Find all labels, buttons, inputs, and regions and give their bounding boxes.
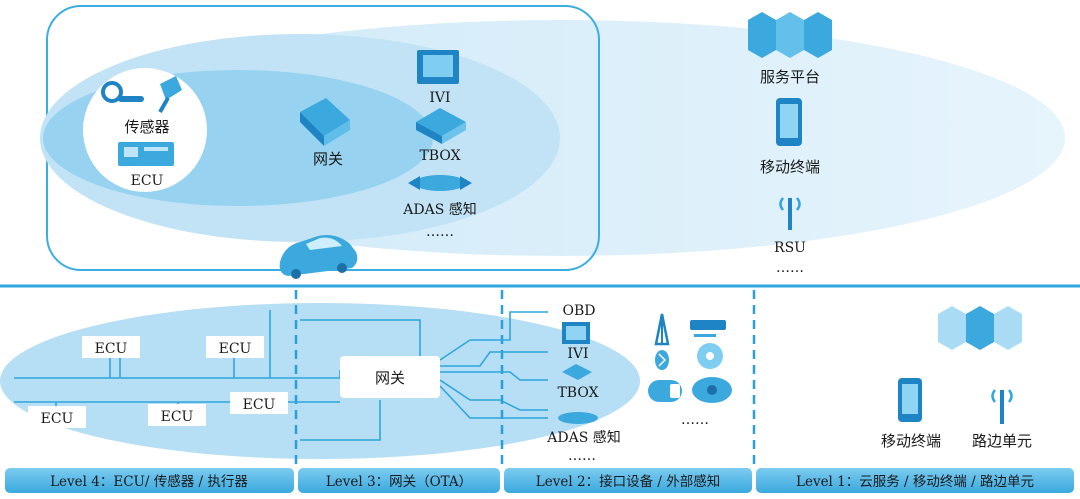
- ecu-label-3: ECU: [41, 411, 74, 427]
- level-label-1: Level 1：云服务 / 移动终端 / 路边单元: [796, 474, 1034, 490]
- ivi-icon: [417, 50, 459, 84]
- level-label-2: Level 2：接口设备 / 外部感知: [536, 473, 720, 490]
- server-icon-bottom: [938, 306, 1022, 350]
- level-band-1: [756, 468, 1074, 493]
- level-band-4: [5, 468, 294, 493]
- ecu-box-3: ECU: [28, 406, 86, 428]
- ecu-label-4: ECU: [161, 409, 194, 425]
- gateway-bus: [300, 311, 548, 441]
- adas-icon: [408, 175, 472, 191]
- tbox-icon-bottom: [562, 364, 592, 380]
- ecu-label-1: ECU: [95, 341, 128, 357]
- mobile-phone-icon-top: [776, 98, 802, 146]
- ecu-label-5: ECU: [243, 397, 276, 413]
- level-label-3: Level 3：网关（OTA）: [326, 474, 472, 490]
- adas-icon-bottom: [558, 412, 598, 424]
- level-label-4: Level 4：ECU/ 传感器 / 执行器: [50, 473, 248, 490]
- ellipsis-vehicle: ……: [426, 224, 454, 240]
- camera-icon: [692, 377, 732, 403]
- gateway-icon: [300, 98, 350, 146]
- ivi-icon-bottom: [562, 322, 590, 344]
- mobile-terminal-label-bottom: 移动终端: [881, 432, 941, 450]
- radar-icon: [697, 343, 723, 369]
- antenna-icon-top: [779, 197, 801, 230]
- ecu-label-2: ECU: [219, 341, 252, 357]
- adas-label-bottom: ADAS 感知: [546, 429, 621, 446]
- ecu-icon: [118, 142, 174, 166]
- ellipsis-external: ……: [681, 412, 709, 428]
- ivi-label-top: IVI: [429, 90, 450, 106]
- level-bands: Level 4：ECU/ 传感器 / 执行器 Level 3：网关（OTA） L…: [5, 468, 1074, 493]
- mobile-phone-icon-bottom: [898, 378, 922, 422]
- sensor-icon: [101, 76, 182, 113]
- ivi-label-bottom: IVI: [567, 346, 588, 362]
- car-icon: [279, 235, 358, 279]
- bus-ellipse: [0, 303, 640, 459]
- rsu-label: RSU: [774, 240, 806, 256]
- ellipsis-cloud: ……: [776, 260, 804, 276]
- tbox-label-bottom: TBOX: [557, 385, 598, 401]
- ecu-box-2: ECU: [206, 336, 264, 358]
- cell-tower-icon: [654, 313, 670, 346]
- service-platform-label: 服务平台: [760, 68, 820, 86]
- roadside-unit-label: 路边单元: [972, 432, 1032, 450]
- level-band-2: [504, 468, 752, 493]
- ecu-box-5: ECU: [230, 392, 288, 414]
- sensor-label: 传感器: [124, 118, 169, 136]
- server-icon: [748, 12, 832, 58]
- ellipsis-interface: ……: [568, 448, 596, 464]
- top-panel: 传感器 ECU 网关 IVI TBOX: [40, 5, 1065, 279]
- bottom-panel: ECU ECU ECU ECU ECU 网关 OBD IVI: [0, 290, 1032, 464]
- tbox-label-top: TBOX: [419, 148, 460, 164]
- gateway-box: 网关: [340, 356, 440, 398]
- level-band-3: [298, 468, 500, 493]
- gateway-label-top: 网关: [313, 150, 343, 168]
- antenna-icon-bottom: [991, 389, 1013, 424]
- ecu-label-top: ECU: [131, 173, 164, 189]
- mobile-terminal-label-top: 移动终端: [760, 158, 820, 176]
- ecu-box-1: ECU: [82, 336, 140, 358]
- ecu-box-4: ECU: [148, 404, 206, 426]
- external-sensing-icons: ……: [648, 313, 732, 428]
- lidar-icon: [690, 320, 726, 337]
- bluetooth-icon: [655, 350, 669, 370]
- obd-label: OBD: [563, 303, 596, 319]
- adas-label-top: ADAS 感知: [402, 201, 477, 218]
- tbox-icon: [416, 108, 466, 144]
- gateway-label-bottom: 网关: [375, 369, 405, 387]
- wifi-icon: [648, 380, 682, 402]
